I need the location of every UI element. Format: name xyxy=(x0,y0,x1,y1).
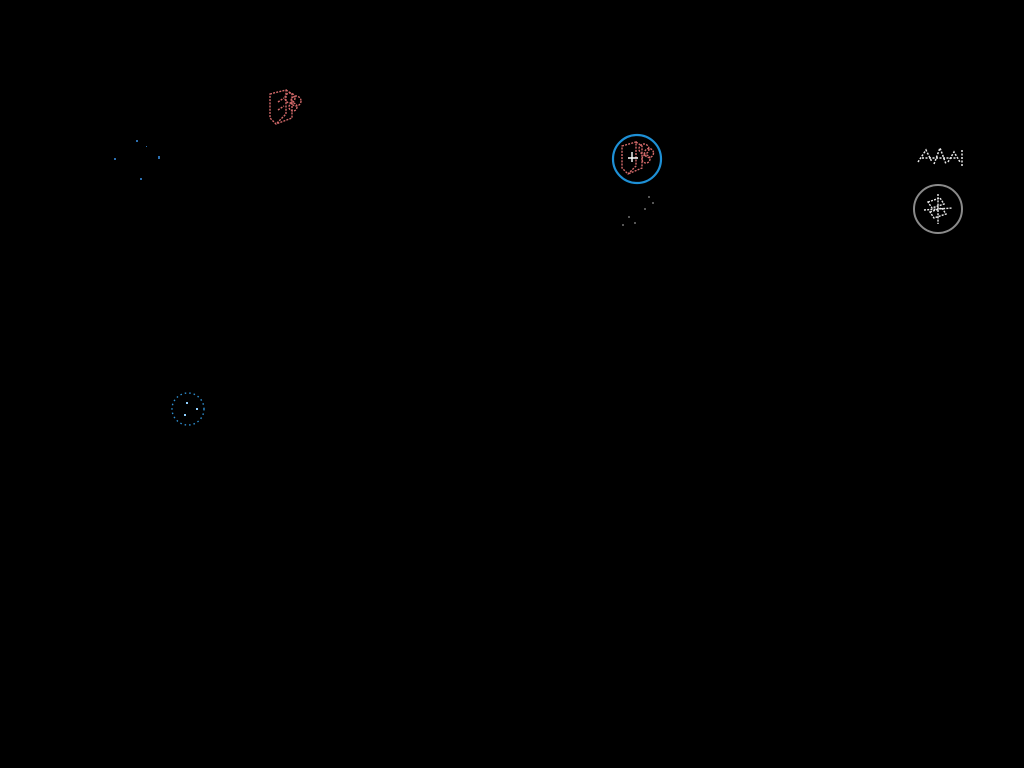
neutral-unit-icon-ringed[interactable] xyxy=(910,182,966,238)
waypoint-marker-lower-left xyxy=(164,386,212,432)
enemy-unit-icon[interactable] xyxy=(266,88,310,132)
waypoint-marker-left xyxy=(110,138,170,182)
neutral-unit-icon[interactable] xyxy=(912,142,966,172)
enemy-unit-icon-selected[interactable] xyxy=(610,132,664,186)
waypoint-marker-center xyxy=(618,194,658,230)
